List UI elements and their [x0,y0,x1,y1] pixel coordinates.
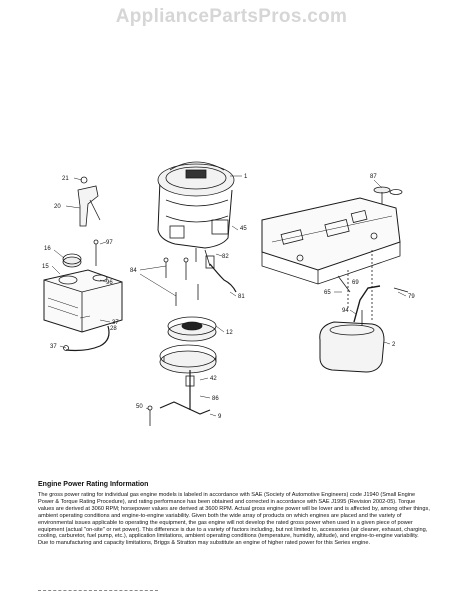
callout-leaders [51,175,407,417]
parts-diagram: 1 21 20 16 97 15 96 37 28 37 84 12 42 86… [0,30,463,470]
callout-numbers: 1 21 20 16 97 15 96 37 28 37 84 12 42 86… [42,174,415,420]
callout-37-left: 37 [50,344,57,350]
callout-42: 42 [210,376,217,382]
exhaust-hose[interactable] [205,255,237,293]
callout-69: 69 [352,280,359,286]
rating-heading: Engine Power Rating Information [38,481,149,488]
callout-28: 28 [110,326,117,332]
callout-45: 45 [240,226,247,232]
mount-bolts-84 [163,257,199,306]
callout-1: 1 [244,174,248,180]
callout-15: 15 [42,264,49,270]
callout-12: 12 [226,330,233,336]
callout-97: 97 [106,240,113,246]
throttle-control[interactable] [77,176,101,227]
callout-20: 20 [54,204,61,210]
callout-37-right: 37 [112,320,119,326]
fuel-line [63,325,110,352]
hood-bumper-87[interactable] [373,186,403,204]
bolt-97 [93,239,99,266]
callout-81: 81 [238,294,245,300]
callout-96: 96 [106,280,113,286]
callout-16: 16 [44,246,51,252]
callout-86: 86 [212,396,219,402]
site-watermark: AppliancePartsPros.com [115,6,348,27]
callout-9: 9 [218,414,222,420]
fuel-tank[interactable] [43,269,123,333]
callout-21: 21 [62,176,69,182]
callout-2: 2 [392,342,396,348]
engine-assembly[interactable] [157,161,235,267]
callout-82: 82 [222,254,229,260]
engine-pulley[interactable] [159,316,217,374]
engine-rating-section: Engine Power Rating Information The gros… [38,481,430,547]
callout-87: 87 [370,174,377,180]
control-rod[interactable] [147,401,211,426]
callout-84: 84 [130,268,137,274]
crank-bolt [185,370,195,410]
footer-divider [38,590,158,591]
chassis-frame[interactable] [261,197,401,285]
rating-body: The gross power rating for individual ga… [38,492,430,547]
callout-94: 94 [342,308,349,314]
muffler[interactable] [319,285,385,373]
callout-65: 65 [324,290,331,296]
muffler-hardware [337,250,409,326]
callout-79: 79 [408,294,415,300]
fuel-cap[interactable] [62,253,82,268]
callout-50: 50 [136,404,143,410]
